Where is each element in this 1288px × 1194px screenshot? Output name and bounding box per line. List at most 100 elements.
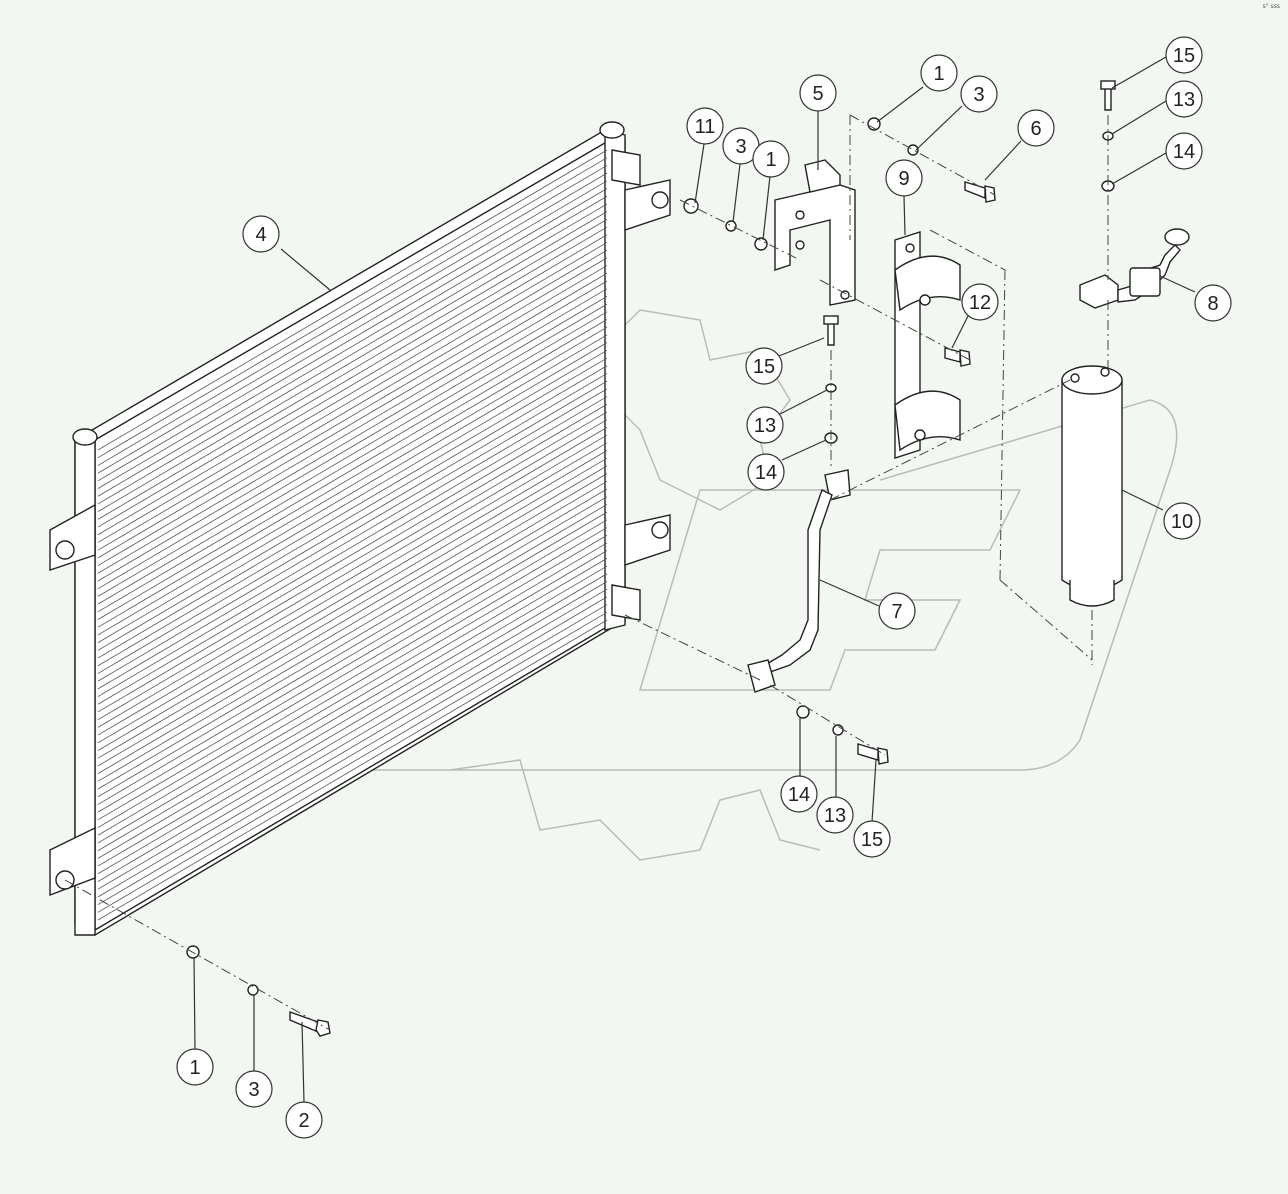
callout-c14b: 14 [1165, 132, 1203, 170]
condenser-fin [97, 434, 608, 736]
bracket-part-5 [774, 159, 856, 306]
condenser-fin [97, 427, 608, 728]
condenser-fin [97, 349, 608, 651]
svg-text:8: 8 [1207, 293, 1218, 315]
condenser-fin [97, 442, 608, 744]
condenser-fin [97, 619, 608, 921]
callout-c2: 2 [285, 1101, 323, 1139]
callout-c11: 11 [686, 107, 724, 145]
svg-text:15: 15 [753, 356, 775, 378]
condenser-fin [97, 511, 608, 813]
condenser-fin [97, 519, 608, 821]
svg-text:1: 1 [765, 149, 776, 171]
condenser-fin [97, 342, 608, 643]
condenser-fin [97, 242, 608, 543]
callout-c4: 4 [242, 215, 280, 253]
condenser-fin [97, 596, 608, 898]
svg-text:13: 13 [1173, 89, 1195, 111]
condenser-fin [97, 473, 608, 774]
callout-c14c: 14 [780, 775, 818, 813]
callout-c8: 8 [1194, 284, 1232, 322]
condenser-fin [97, 419, 608, 721]
pipe-part-8 [1079, 228, 1190, 309]
svg-text:1: 1 [933, 63, 944, 85]
callout-c10: 10 [1163, 502, 1201, 540]
assembly-axes [64, 114, 1109, 1031]
condenser-fin [97, 180, 608, 482]
callout-c9: 9 [885, 159, 923, 197]
corner-tag: s° sss [1262, 3, 1280, 10]
clamp-bracket-part-9 [894, 231, 961, 459]
condenser-fin [97, 157, 608, 459]
svg-text:11: 11 [695, 116, 716, 138]
callout-c7: 7 [878, 592, 916, 630]
condenser-fin [97, 542, 608, 844]
condenser-fin [97, 195, 608, 497]
condenser-fin [97, 334, 608, 636]
svg-text:5: 5 [812, 83, 823, 105]
condenser-fin [97, 550, 608, 852]
condenser-fin [97, 558, 608, 859]
condenser-fin [97, 527, 608, 828]
callout-c14a: 14 [747, 453, 785, 491]
condenser-fin [97, 203, 608, 505]
condenser-fin [97, 588, 608, 890]
svg-text:14: 14 [788, 784, 810, 806]
condenser-fin [97, 604, 608, 905]
callout-c13a: 13 [746, 406, 784, 444]
callout-c15b: 15 [1165, 36, 1203, 74]
pipe-part-7 [747, 469, 851, 693]
condenser-fin [97, 611, 608, 913]
svg-text:3: 3 [735, 136, 746, 158]
svg-text:3: 3 [973, 84, 984, 106]
svg-text:12: 12 [969, 292, 991, 314]
condenser-fin [97, 218, 608, 520]
condenser-fin [97, 357, 608, 659]
callout-c1a: 1 [176, 1048, 214, 1086]
svg-text:6: 6 [1030, 118, 1041, 140]
callout-c5: 5 [799, 74, 837, 112]
condenser-fin [97, 581, 608, 882]
svg-text:15: 15 [861, 829, 883, 851]
condenser-fin [97, 172, 608, 474]
condenser-fin [97, 265, 608, 566]
condenser-fin [97, 365, 608, 667]
condenser-fin [97, 465, 608, 767]
condenser-fin [97, 188, 608, 489]
condenser-fin [97, 272, 608, 574]
callout-c3c: 3 [960, 75, 998, 113]
svg-text:13: 13 [754, 415, 776, 437]
svg-text:7: 7 [891, 601, 902, 623]
condenser-fin [97, 249, 608, 551]
callout-c13b: 13 [1165, 80, 1203, 118]
condenser-fin [97, 450, 608, 751]
condenser-fin [97, 504, 608, 805]
svg-text:2: 2 [298, 1110, 309, 1132]
receiver-drier-part-10 [1061, 365, 1123, 607]
condenser-fin [97, 573, 608, 875]
condenser-fin [97, 280, 608, 582]
svg-text:13: 13 [824, 805, 846, 827]
condenser-fin [97, 288, 608, 590]
condenser-fin [97, 403, 608, 705]
condenser-fin [97, 311, 608, 613]
condenser-fin [97, 211, 608, 512]
svg-text:1: 1 [189, 1057, 200, 1079]
condenser-fin [97, 380, 608, 682]
svg-text:9: 9 [898, 168, 909, 190]
svg-text:14: 14 [1173, 141, 1195, 163]
condenser-fin [97, 457, 608, 759]
condenser-part-4 [49, 121, 671, 936]
condenser-fin [97, 411, 608, 713]
condenser-fin [97, 319, 608, 620]
condenser-fin [97, 296, 608, 597]
condenser-fin [97, 165, 608, 466]
callout-c3a: 3 [235, 1070, 273, 1108]
svg-text:14: 14 [755, 462, 777, 484]
svg-text:4: 4 [255, 224, 266, 246]
condenser-fin [97, 480, 608, 782]
callout-c6: 6 [1017, 109, 1055, 147]
condenser-fin [97, 226, 608, 528]
callout-c1c: 1 [920, 54, 958, 92]
